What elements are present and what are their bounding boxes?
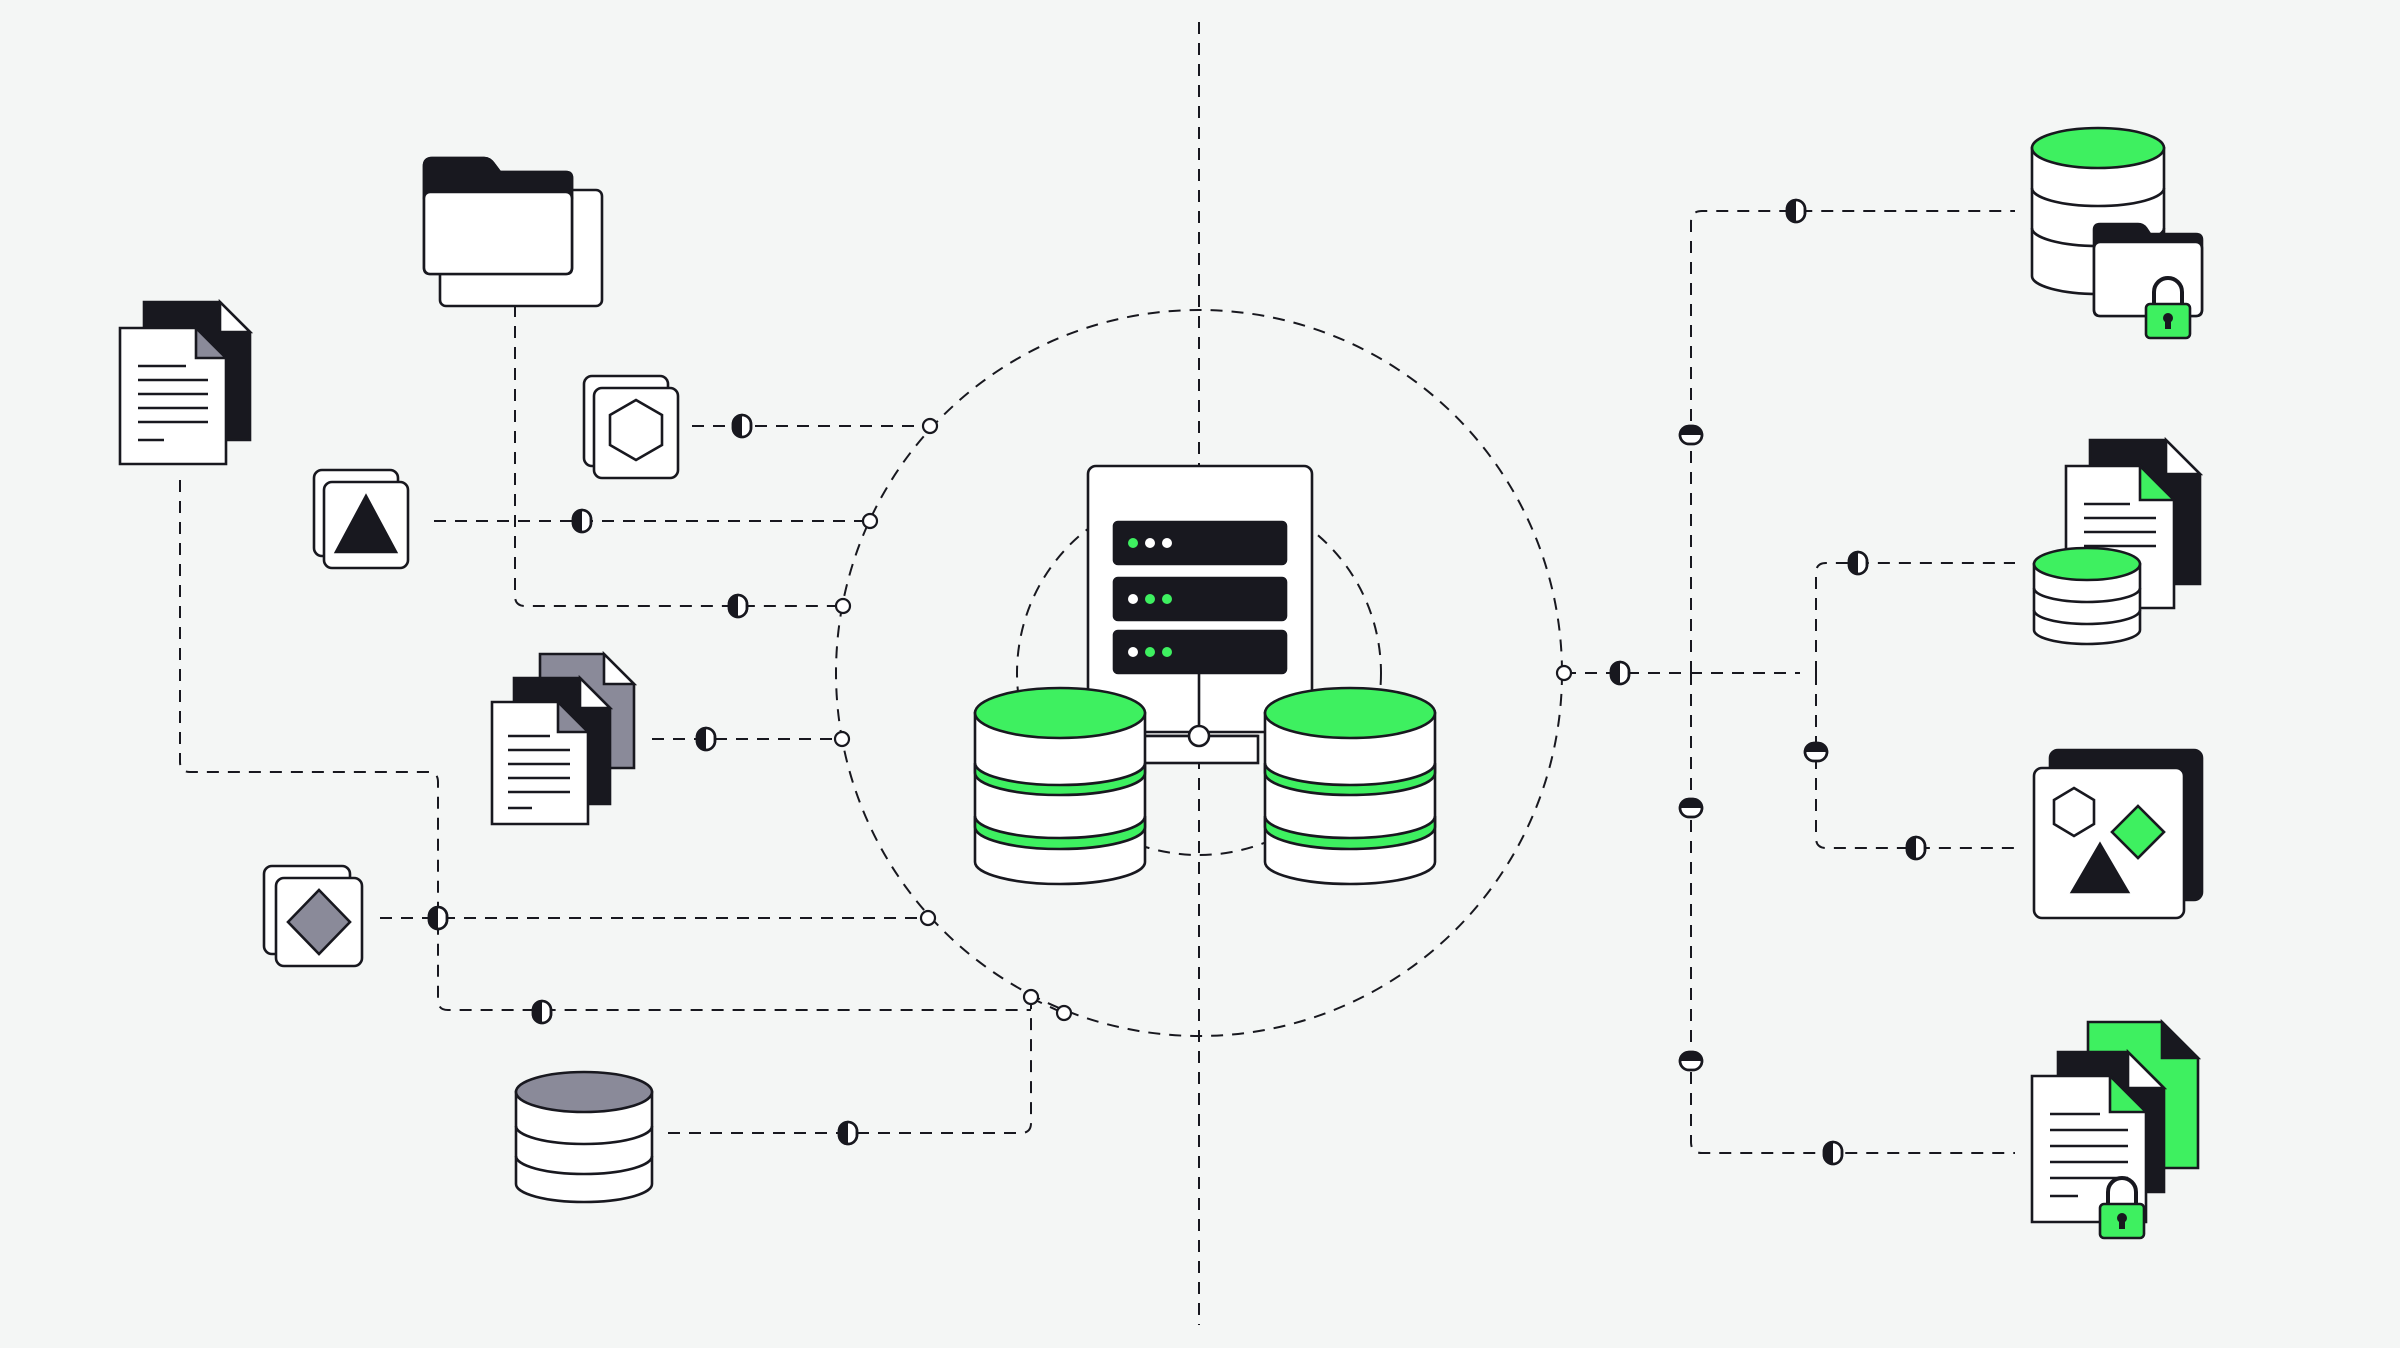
database-icon <box>973 686 1147 886</box>
database-icon <box>1263 686 1437 886</box>
database-icon <box>514 1070 654 1204</box>
triangle-icon <box>312 468 410 570</box>
document-icon <box>490 650 638 826</box>
diamond-icon <box>262 864 364 968</box>
document-icon <box>2032 436 2204 646</box>
shapes-icon <box>2032 748 2204 920</box>
server-rack-icon <box>1086 464 1314 765</box>
lock-icon <box>2030 126 2204 340</box>
document-icon <box>118 298 254 466</box>
folder-icon <box>422 156 604 308</box>
server-hub <box>973 464 1437 886</box>
hexagon-icon <box>582 374 680 480</box>
lock-icon <box>2030 1018 2202 1240</box>
